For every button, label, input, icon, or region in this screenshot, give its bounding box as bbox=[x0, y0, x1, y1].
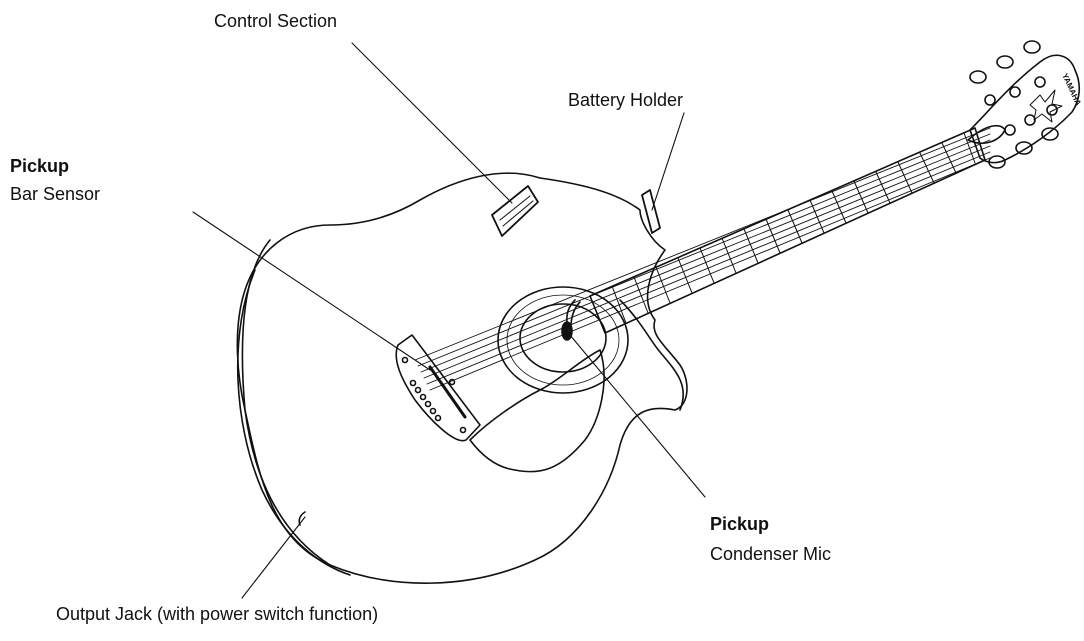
pickup-condenser-mic-title: Pickup bbox=[710, 514, 770, 534]
control-section bbox=[491, 185, 539, 237]
frets bbox=[611, 132, 976, 324]
bridge-pin bbox=[409, 379, 417, 387]
leader-lines bbox=[192, 42, 706, 599]
bridge-screw bbox=[459, 426, 467, 434]
cutaway bbox=[619, 299, 685, 411]
battery-holder bbox=[641, 189, 661, 234]
soundhole bbox=[519, 303, 607, 373]
bridge-screw bbox=[401, 356, 409, 364]
soundhole-rosette-inner bbox=[506, 294, 620, 386]
guitar-body-side bbox=[241, 239, 331, 566]
bridge bbox=[395, 334, 481, 442]
bridge-pin bbox=[429, 407, 437, 415]
saddle bbox=[428, 365, 467, 419]
strings bbox=[414, 127, 991, 391]
leader-output-jack bbox=[241, 516, 306, 599]
tuning-pegs bbox=[969, 40, 1059, 169]
control-section-label: Control Section bbox=[214, 11, 338, 31]
soundhole-rosette-outer bbox=[497, 286, 629, 394]
leader-control-section bbox=[351, 42, 513, 204]
bridge-pin bbox=[419, 393, 427, 401]
pickguard bbox=[469, 349, 605, 473]
leader-bar-sensor bbox=[192, 211, 431, 371]
pickup-bar-sensor-title: Pickup bbox=[10, 156, 70, 176]
pickup-condenser-mic-subtitle: Condenser Mic bbox=[710, 544, 832, 564]
leader-battery-holder bbox=[651, 112, 685, 211]
battery-holder-label: Battery Holder bbox=[568, 90, 684, 110]
guitar-body-back-edge bbox=[236, 269, 351, 576]
headstock bbox=[969, 54, 1081, 164]
bridge-pin bbox=[414, 386, 422, 394]
guitar-body-outline bbox=[236, 172, 688, 584]
bridge-pin bbox=[434, 414, 442, 422]
leader-condenser-mic bbox=[569, 334, 706, 498]
bridge-pin bbox=[424, 400, 432, 408]
pickup-bar-sensor-subtitle: Bar Sensor bbox=[10, 184, 101, 204]
output-jack-label: Output Jack (with power switch function) bbox=[56, 604, 379, 624]
neck bbox=[589, 127, 986, 334]
